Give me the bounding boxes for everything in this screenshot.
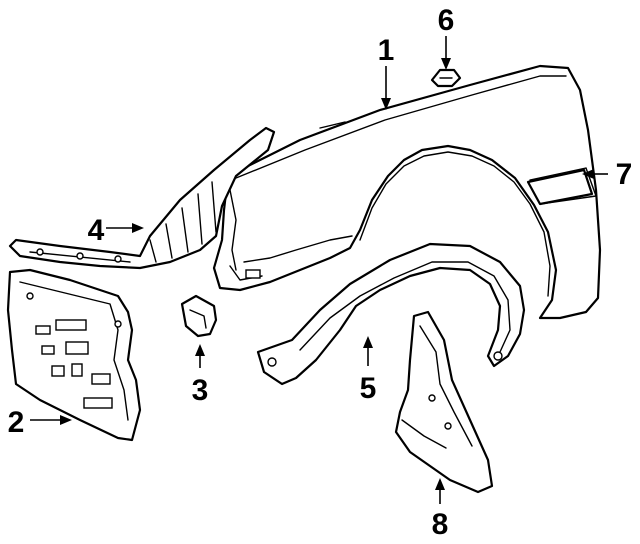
- part-4-inner-panel: [8, 126, 276, 270]
- arrowhead-6: [441, 58, 451, 70]
- callout-6: 6: [438, 4, 455, 37]
- callout-3: 3: [192, 374, 209, 407]
- callout-1: 1: [378, 34, 395, 67]
- callout-7: 7: [616, 158, 633, 191]
- callout-4: 4: [88, 214, 105, 247]
- leaders: [30, 36, 608, 504]
- part-8-mudflap: [394, 310, 494, 494]
- callout-8: 8: [432, 508, 449, 541]
- arrowhead-1: [381, 98, 391, 110]
- callout-5: 5: [360, 372, 377, 405]
- part-7-trim: [526, 168, 594, 206]
- arrowhead-4: [132, 223, 144, 233]
- part-6-clip: [430, 68, 462, 88]
- callouts: 1 6 7 4 2 3 5 8: [8, 4, 633, 541]
- part-3-bracket: [180, 294, 218, 338]
- callout-2: 2: [8, 406, 25, 439]
- part-5-wheelhouse: [256, 242, 526, 386]
- part-1-quarter-panel: [212, 64, 602, 320]
- arrowhead-8: [435, 478, 445, 490]
- arrowhead-7: [582, 169, 594, 179]
- arrowhead-5: [363, 336, 373, 348]
- arrowhead-2: [60, 415, 72, 425]
- part-2-inner-panel: [6, 268, 142, 442]
- arrowhead-3: [195, 344, 205, 356]
